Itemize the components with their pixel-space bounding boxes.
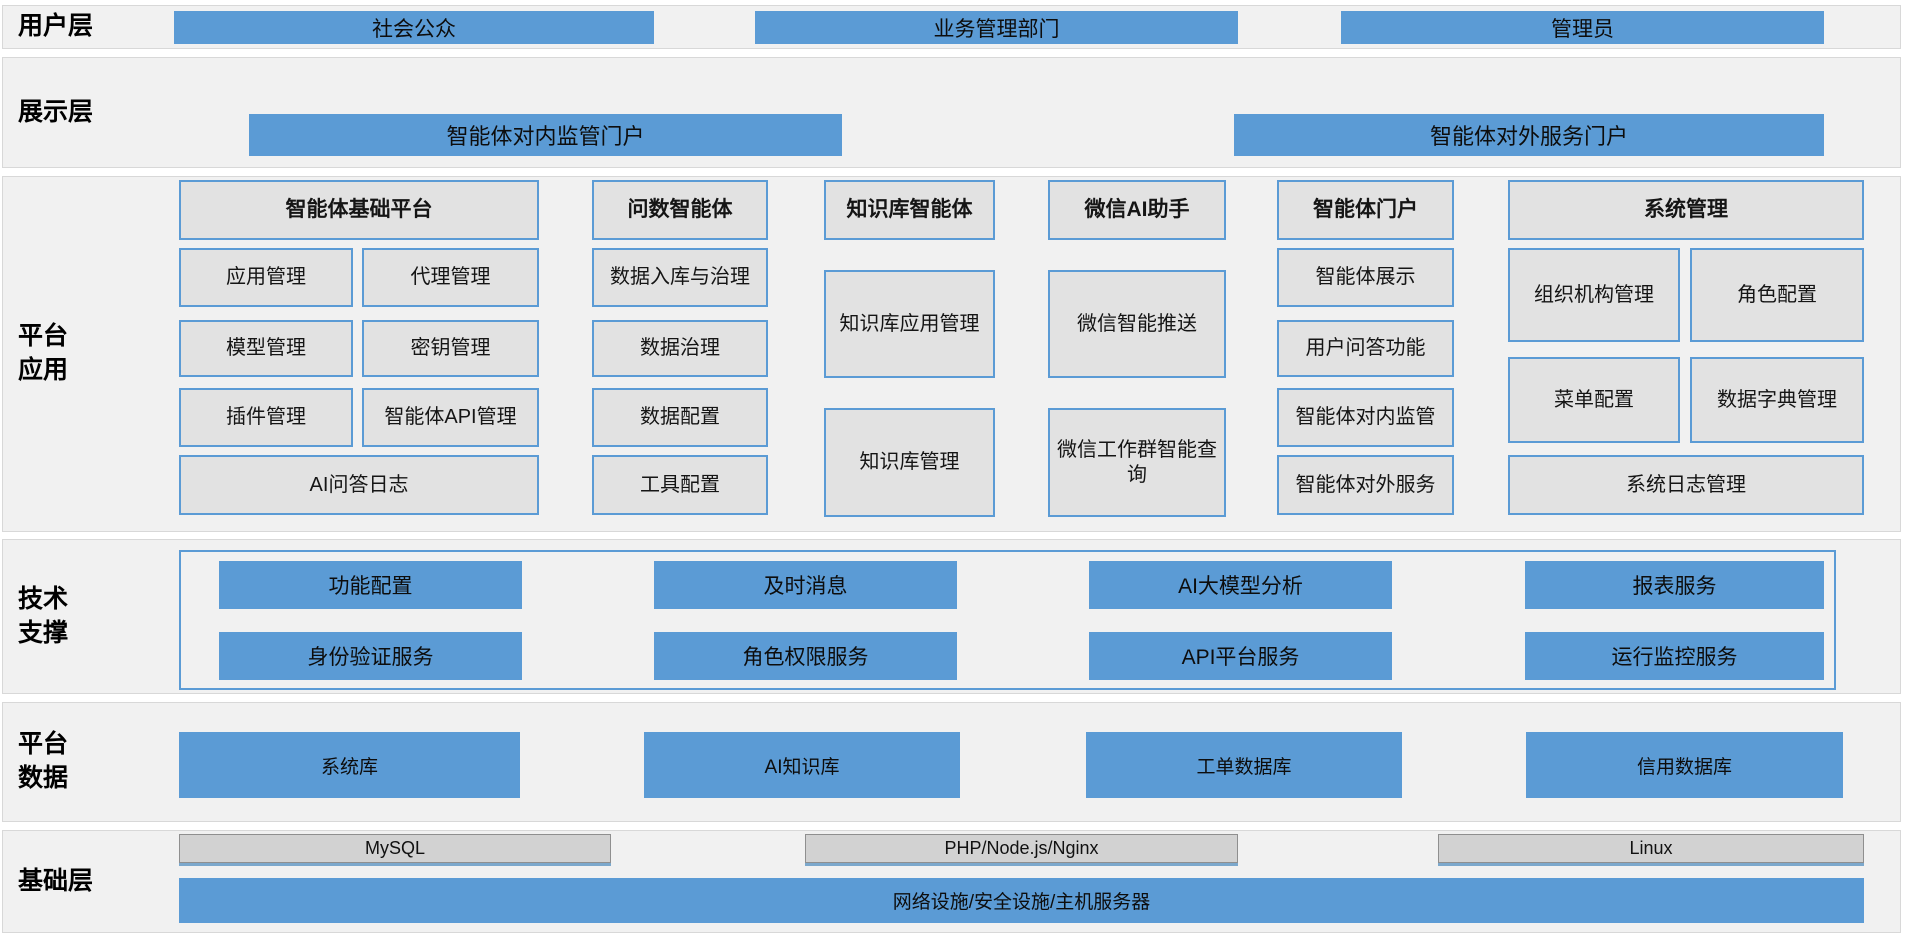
infra-tech-box: MySQL: [179, 834, 611, 863]
module-box: 用户问答功能: [1277, 320, 1454, 377]
module-box: 数据字典管理: [1690, 357, 1864, 443]
module-box: 数据治理: [592, 320, 768, 377]
module-box: 代理管理: [362, 248, 539, 307]
module-box: 智能体对外服务: [1277, 455, 1454, 515]
platform-data-label: 平台 数据: [18, 730, 69, 792]
data-qa-agent-header: 问数智能体: [592, 180, 768, 240]
module-box: 工具配置: [592, 455, 768, 515]
agent-base-platform-header: 智能体基础平台: [179, 180, 539, 240]
module-box: 组织机构管理: [1508, 248, 1680, 342]
service-box: 报表服务: [1525, 561, 1824, 609]
infra-tech-box: PHP/Node.js/Nginx: [805, 834, 1238, 863]
database-box: 工单数据库: [1086, 732, 1402, 798]
module-box: 角色配置: [1690, 248, 1864, 342]
module-box: 知识库管理: [824, 408, 995, 517]
module-box: 密钥管理: [362, 320, 539, 377]
user-layer-label: 用户层: [18, 12, 94, 41]
module-box: 数据配置: [592, 388, 768, 447]
module-box: 知识库应用管理: [824, 270, 995, 378]
platform-app-label: 平台 应用: [18, 322, 69, 384]
service-box: 功能配置: [219, 561, 522, 609]
module-box: 数据入库与治理: [592, 248, 768, 307]
module-box: 系统日志管理: [1508, 455, 1864, 515]
infrastructure-label: 基础层: [18, 866, 94, 895]
agent-portal-header: 智能体门户: [1277, 180, 1454, 240]
module-box: 智能体对内监管: [1277, 388, 1454, 447]
admin-box: 管理员: [1341, 11, 1824, 44]
module-box: 微信工作群智能查询: [1048, 408, 1226, 517]
tech-support-frame: [179, 550, 1836, 690]
module-box: 应用管理: [179, 248, 353, 307]
internal-portal-box: 智能体对内监管门户: [249, 114, 842, 156]
service-box: 及时消息: [654, 561, 957, 609]
infra-network-box: 网络设施/安全设施/主机服务器: [179, 878, 1864, 923]
business-dept-box: 业务管理部门: [755, 11, 1238, 44]
presentation-layer-label: 展示层: [18, 97, 94, 126]
external-portal-box: 智能体对外服务门户: [1234, 114, 1824, 156]
module-box: AI问答日志: [179, 455, 539, 515]
module-box: 菜单配置: [1508, 357, 1680, 443]
public-users-box: 社会公众: [174, 11, 654, 44]
knowledge-agent-header: 知识库智能体: [824, 180, 995, 240]
database-box: AI知识库: [644, 732, 960, 798]
module-box: 智能体展示: [1277, 248, 1454, 307]
service-box: AI大模型分析: [1089, 561, 1392, 609]
tech-support-label: 技术 支撑: [18, 584, 69, 647]
wechat-ai-header: 微信AI助手: [1048, 180, 1226, 240]
database-box: 信用数据库: [1526, 732, 1843, 798]
database-box: 系统库: [179, 732, 520, 798]
module-box: 智能体API管理: [362, 388, 539, 447]
service-box: API平台服务: [1089, 632, 1392, 680]
module-box: 插件管理: [179, 388, 353, 447]
infra-tech-box: Linux: [1438, 834, 1864, 863]
service-box: 角色权限服务: [654, 632, 957, 680]
service-box: 身份验证服务: [219, 632, 522, 680]
system-mgmt-header: 系统管理: [1508, 180, 1864, 240]
service-box: 运行监控服务: [1525, 632, 1824, 680]
module-box: 模型管理: [179, 320, 353, 377]
module-box: 微信智能推送: [1048, 270, 1226, 378]
